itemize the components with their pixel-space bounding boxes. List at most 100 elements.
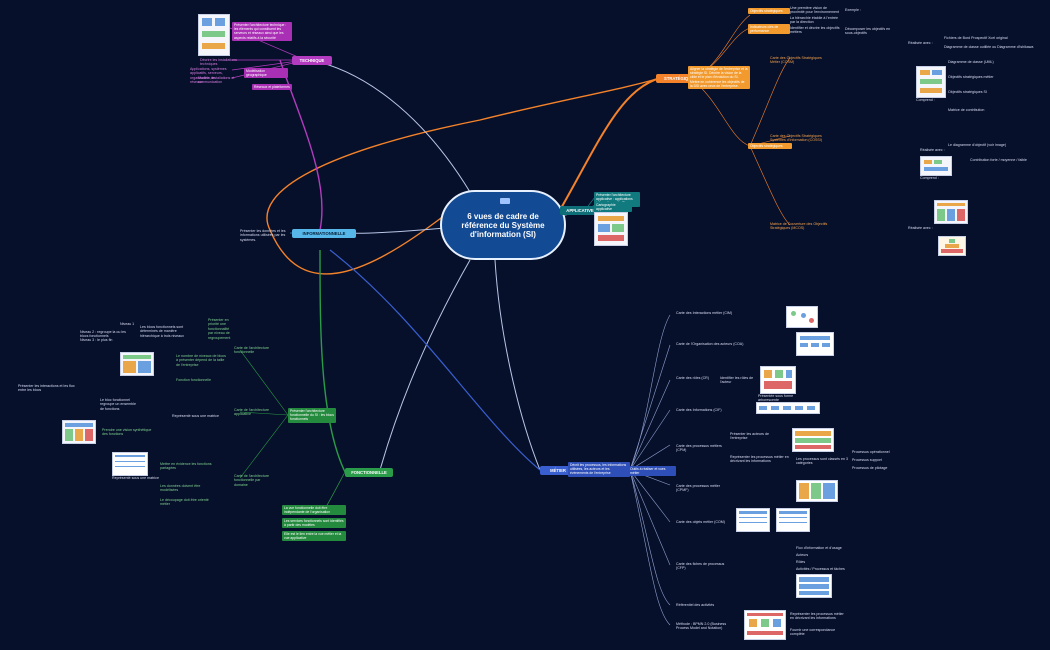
metier-item-7: Carte des objets métier (COM) (676, 520, 725, 524)
technique-description: Présenter l'architecture technique : les… (232, 22, 292, 41)
fonctionnelle-matrice-image (112, 452, 148, 476)
fonctionnelle-note-9: Représenté sous une matrice (172, 414, 219, 418)
metier-item-10: Méthode : BPMN 2.0 (Business Process Mod… (676, 622, 727, 631)
strategique-realisee-3: Réalisée avec : (908, 226, 933, 230)
strategique-note-8: Objectifs stratégiques métier (948, 75, 994, 79)
metier-cfp-image (796, 574, 832, 598)
strategique-comprend-2: Comprend : (920, 176, 939, 180)
fonctionnelle-note-6: Fonction fonctionnelle (176, 378, 211, 382)
branch-applicative[interactable]: APPLICATIVE (560, 206, 600, 215)
metier-item-4: Carte des Informations (CIF) (676, 408, 722, 412)
fonctionnelle-note-12: Mettre en évidence les fonctions partagé… (160, 462, 212, 471)
strategique-note-9: Objectifs stratégiques SI (948, 90, 987, 94)
metier-bpmn-2: Acteurs (796, 553, 809, 557)
strategique-note-7: Diagramme de classe (UML) (948, 60, 994, 64)
technique-note-2: Applications, systèmes applicatifs, serv… (190, 67, 235, 85)
strategique-note-11: Le diagramme d'objectif (voir image) (948, 143, 1007, 147)
strategique-pyramid-image (938, 236, 966, 256)
metier-note-7: Fournir une correspondance complète (790, 628, 836, 637)
fonctionnelle-note-5: Le nombre de niveaux de blocs à présente… (176, 354, 226, 367)
strategique-cosm-image (916, 66, 946, 98)
fonctionnelle-note-3: Niveau 3 : le plus fin (80, 338, 113, 342)
strategique-realisee-1: Réalisée avec : (908, 41, 933, 45)
informationnelle-description: Présenter les données et les information… (240, 229, 286, 242)
strategique-vues[interactable]: Objectifs stratégiques (748, 143, 792, 150)
metier-bpmn-1: Flux d'information et d'usage (796, 546, 842, 550)
fonctionnelle-note-13: Les données doivent être modélisées (160, 484, 201, 493)
fonctionnelle-note-10: Prendre une vision synthétique des fonct… (102, 428, 152, 437)
strategique-note-10: Matrice de contribution (948, 108, 985, 112)
applicative-cartographie[interactable]: Cartographie applicative (594, 202, 632, 213)
strategique-kpi[interactable]: Indicateurs clés de performance (748, 24, 790, 35)
fonctionnelle-item-3: Carte de l'architecture fonctionnelle pa… (234, 474, 270, 487)
fonctionnelle-note-16: Les services fonctionnels sont identifié… (282, 518, 346, 529)
strategique-note-6: Diagramme de classe outillée ou Diagramm… (944, 45, 1034, 49)
branch-metier[interactable]: MÉTIER (540, 466, 576, 475)
branch-fonctionnelle[interactable]: FONCTIONNELLE (345, 468, 393, 477)
strategique-vue-cosm: Carte des Objectifs Stratégiques Métier … (770, 56, 822, 65)
fonctionnelle-architecture-image (120, 352, 154, 376)
branch-technique[interactable]: TECHNIQUE (292, 56, 332, 65)
technique-item-2[interactable]: Modélisation géographique (244, 68, 288, 79)
metier-bpmn-4: Activités / Processus et tâches (796, 567, 845, 571)
metier-item-3: Carte des rôles (CR) (676, 376, 709, 380)
strategique-note-12: Contribution forte / moyenne / faible (970, 158, 1027, 162)
strategique-note-5: Fichiers de Bord Prospectif Xcel origina… (944, 36, 1008, 40)
central-title: 6 vues de cadre de référence du Système … (461, 211, 545, 239)
strategique-note-4: Décomposer les objectifs en sous-objecti… (845, 27, 891, 36)
fonctionnelle-note-14: Le découpage doit être orienté métier (160, 498, 209, 507)
metier-coa-image (796, 332, 834, 356)
strategique-exemple-label: Exemple : (845, 8, 861, 12)
metier-item-8: Carte des fiches de processus (CFP) (676, 562, 725, 571)
fonctionnelle-note-niveau1: Niveau 1 (120, 322, 135, 326)
metier-item-2: Carte de l'Organisation des acteurs (COA… (676, 342, 744, 346)
central-topic[interactable]: 6 vues de cadre de référence du Système … (440, 190, 566, 260)
fonctionnelle-item-1: Carte de l'architecture fonctionnelle (234, 346, 270, 355)
fonctionnelle-note-17: Elle est le lien entre la vue métier et … (282, 531, 346, 542)
strategique-realisee-2: Réalisée avec : (920, 148, 945, 152)
technique-infrastructure-image (198, 14, 230, 56)
fonctionnelle-note-4: Présenter en priorité une fonctionnalité… (208, 318, 231, 340)
fonctionnelle-note-15: La vue fonctionnelle doit être indépenda… (282, 505, 346, 516)
metier-item-1: Carte des Interactions métier (CIM) (676, 311, 733, 315)
central-topic-icon (500, 198, 510, 204)
branch-informationnelle[interactable]: INFORMATIONNELLE (292, 229, 356, 238)
strategique-mcos-image (934, 200, 968, 224)
metier-cif-image (756, 402, 820, 414)
strategique-cossi-image (920, 156, 952, 176)
metier-cpmf-image (796, 480, 838, 502)
metier-com-image-2 (776, 508, 810, 532)
fonctionnelle-item-2: Carte de l'architecture applicative (234, 408, 270, 417)
metier-note-3: Présenter les acteurs de l'entreprise (730, 432, 769, 441)
fonctionnelle-note-8: Présenter les interactions et les flux e… (18, 384, 75, 393)
metier-cr-image (760, 366, 796, 394)
strategique-note-3: Identifier et décrire les objectifs méti… (790, 26, 840, 35)
metier-note-1: Identifier les rôles de l'acteur (720, 376, 754, 385)
strategique-comprend-1: Comprend : (916, 98, 935, 102)
fonctionnelle-note-7: Le bloc fonctionnel regroupe un ensemble… (100, 398, 136, 411)
metier-cim-image (786, 306, 818, 328)
metier-processus-2: Processus support (852, 458, 882, 462)
metier-hub[interactable]: Outils à réaliser et vues métier (628, 466, 676, 477)
technique-note-1: Décrire les installations techniques (200, 58, 237, 67)
metier-processus-3: Processus de pilotage (852, 466, 888, 470)
metier-note-5: Les processus sont classés en 3 catégori… (796, 457, 848, 466)
metier-processus-1: Processus opérationnel (852, 450, 890, 454)
fonctionnelle-note-1: Les blocs fonctionnels sont déterminés d… (140, 325, 184, 338)
fonctionnelle-main: Présenter l'architecture fonctionnelle d… (288, 408, 336, 423)
branch-strategique[interactable]: STRATÉGIQUE (656, 74, 702, 83)
strategique-vue-mcos: Matrice de Couverture des Objectifs Stra… (770, 222, 828, 231)
metier-note-4: Représenter les processus métier en décr… (730, 455, 789, 464)
metier-com-image (736, 508, 770, 532)
fonctionnelle-note-11: Représenté sous une matrice (112, 476, 159, 480)
strategique-note-2: La hiérarchie établie à l'entrée par la … (790, 16, 839, 25)
applicative-cartographie-image (594, 212, 628, 246)
metier-main: Décrit les processus, les informations u… (568, 462, 630, 477)
strategique-vue-cossi: Carte des Objectifs Stratégiques Système… (770, 134, 823, 143)
fonctionnelle-flux-image (62, 420, 96, 444)
metier-cpm-image (792, 428, 834, 452)
technique-item-3: Modèle de communication (198, 76, 223, 85)
metier-bpmn-image (744, 610, 786, 640)
technique-item-4[interactable]: Réseaux et plateformes (252, 84, 292, 91)
strategique-objectifs[interactable]: Objectifs stratégiques (748, 8, 790, 15)
